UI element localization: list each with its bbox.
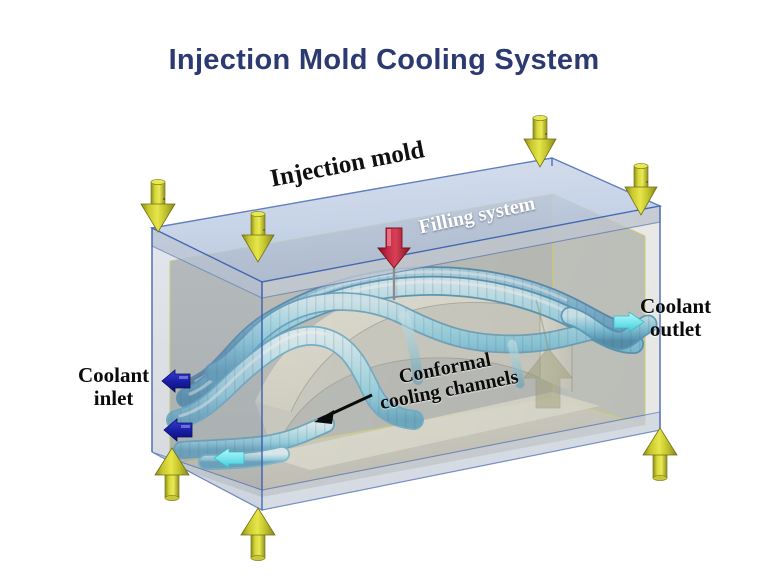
coolant-inlet-arrow-lower — [163, 418, 193, 442]
label-coolant-outlet-line1: Coolant — [640, 294, 712, 318]
mold-outer-shell — [149, 157, 663, 512]
ejector-arrow — [523, 299, 573, 409]
coolant-outlet-arrow — [613, 311, 645, 333]
clamp-arrow-down-left — [140, 179, 176, 233]
page-title: Injection Mold Cooling System — [168, 44, 600, 76]
label-coolant-inlet-line2: inlet — [93, 385, 134, 410]
clamp-arrow-down-right — [624, 163, 658, 216]
clamp-arrow-up-right — [642, 427, 678, 481]
clamp-arrow-up-middle — [240, 507, 276, 561]
label-coolant-inlet-line1: Coolant — [78, 363, 150, 387]
clamp-arrow-down-midleft — [241, 211, 275, 263]
conformal-leader-arrow — [314, 393, 373, 424]
mold-vertical-edges — [151, 158, 661, 510]
filling-system-arrow — [377, 227, 411, 300]
coolant-flow-arrow-cyan — [213, 447, 245, 469]
clamp-arrow-down-top — [523, 115, 557, 168]
coolant-inlet-arrow-upper — [161, 369, 191, 393]
clamp-arrow-up-left — [154, 447, 190, 501]
label-coolant-outlet: Coolant outlet — [640, 295, 711, 340]
filling-arrow-head — [377, 227, 411, 269]
label-coolant-outlet-line2: outlet — [649, 316, 702, 341]
label-coolant-inlet: Coolant inlet — [78, 364, 149, 409]
